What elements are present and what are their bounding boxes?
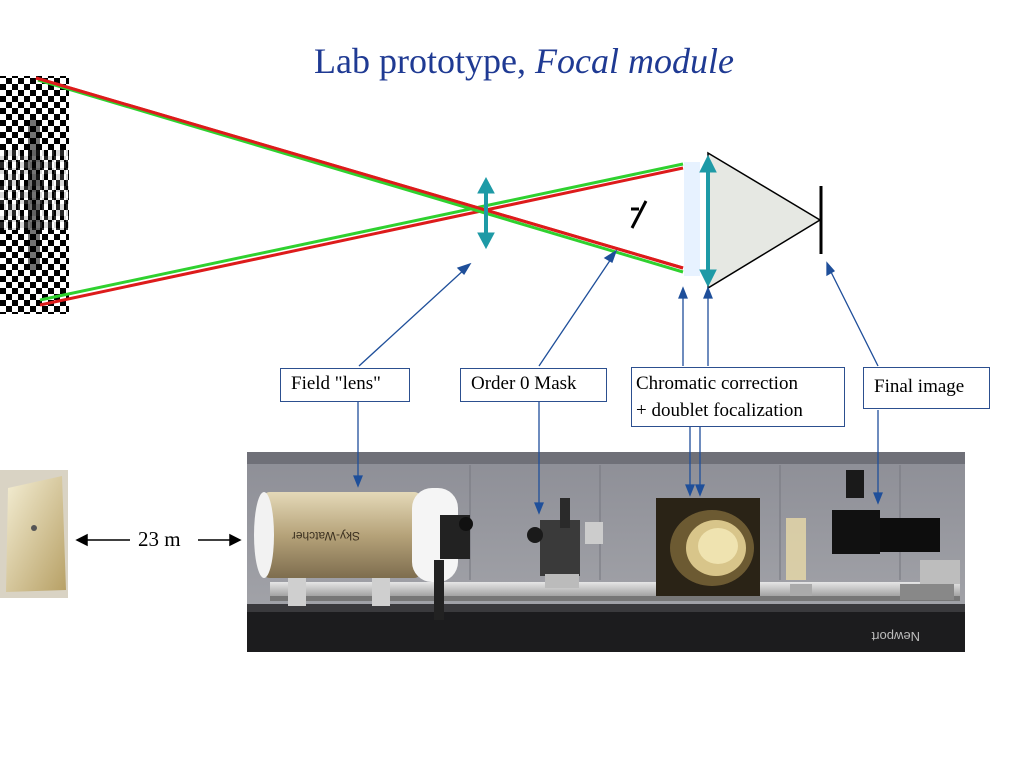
optical-diagram (0, 76, 879, 367)
focal-cone (707, 151, 822, 290)
grating-symbol (684, 162, 700, 276)
newport-logo: Newport (871, 629, 920, 644)
distant-mirror-photo (0, 470, 68, 598)
object-target (0, 76, 69, 314)
label-chromatic-correction: Chromatic correction + doublet focalizat… (631, 367, 845, 427)
distance-label: 23 m (138, 527, 181, 551)
label-order0-mask: Order 0 Mask (460, 368, 607, 402)
order0-mask-symbol (630, 200, 648, 229)
slide-title: Lab prototype, Focal module (0, 40, 1024, 82)
lab-photo-panel: Newport Sky-Watcher (0, 402, 965, 652)
title-main: Lab prototype, (314, 41, 526, 81)
pointer-arrows-down (353, 402, 883, 515)
lab-bench-photo: Newport Sky-Watcher (247, 452, 965, 652)
pointer-arrows-up (358, 249, 879, 367)
light-rays (35, 76, 684, 307)
skywatcher-logo: Sky-Watcher (292, 529, 360, 543)
label-final-image: Final image (863, 367, 990, 409)
doublet-lens-symbol (699, 154, 717, 288)
title-italic: Focal module (535, 41, 734, 81)
distance-arrow (75, 533, 242, 547)
field-lens-symbol (477, 176, 495, 250)
label-field-lens: Field "lens" (280, 368, 410, 402)
